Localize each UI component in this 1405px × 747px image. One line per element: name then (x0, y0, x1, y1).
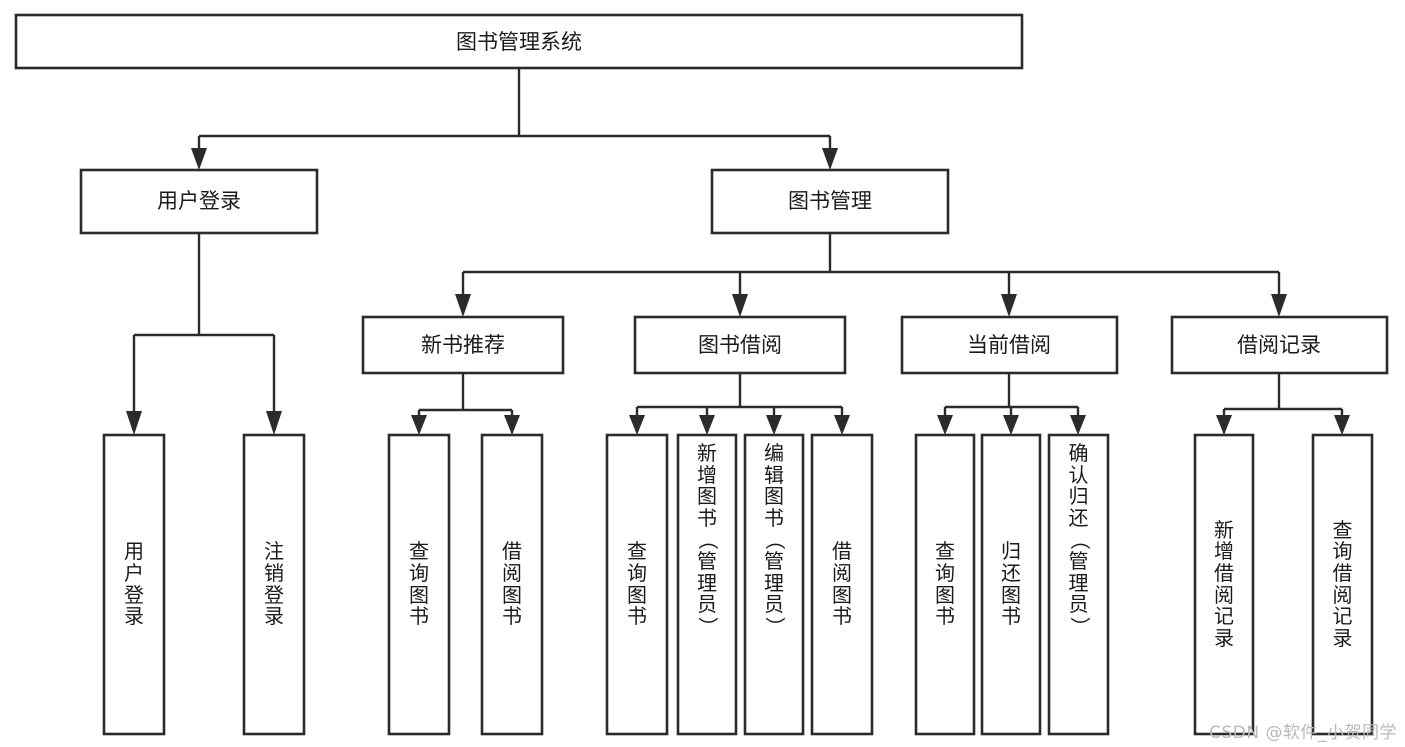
node-root[interactable]: 图书管理系统 (14, 13, 1024, 70)
arrow-head-records-add (1216, 415, 1232, 435)
arrow-head-leaf-logout (266, 411, 282, 435)
node-user-login[interactable]: 用户登录 (79, 168, 319, 235)
node-book-borrow-box[interactable] (633, 315, 847, 375)
node-root-label: 图书管理系统 (456, 30, 582, 54)
arrow-head-borrow-lend (834, 415, 850, 435)
arrow-head-current-confirm (1070, 415, 1086, 435)
node-new-book-recommend-label: 新书推荐 (421, 333, 505, 357)
node-borrow-records-label: 借阅记录 (1237, 333, 1321, 357)
node-new-book-recommend-box[interactable] (361, 315, 565, 375)
node-current-borrow-label: 当前借阅 (967, 333, 1051, 357)
connector-layer (126, 68, 1350, 435)
node-current-borrow[interactable]: 当前借阅 (900, 315, 1119, 375)
arrow-head-borrow-add (699, 415, 715, 435)
leaf-box-borrow-book-newbook[interactable] (480, 433, 544, 736)
arrow-head-borrow (732, 294, 748, 317)
leaf-box-layer (102, 433, 1374, 736)
arrow-head-records (1271, 294, 1287, 317)
leaf-box-confirm-return-admin[interactable] (1047, 433, 1110, 736)
node-borrow-records-box[interactable] (1170, 315, 1389, 375)
leaf-box-logout[interactable] (242, 433, 306, 736)
arrow-head-borrow-edit (766, 415, 782, 435)
leaf-box-edit-book-admin[interactable] (743, 433, 805, 736)
arrow-head-records-query (1334, 415, 1350, 435)
arrow-head-current-return (1003, 415, 1019, 435)
node-user-login-label: 用户登录 (157, 189, 241, 213)
arrow-head-borrow-query (629, 415, 645, 435)
arrow-head-newbook (455, 294, 471, 317)
leaf-box-add-borrow-record[interactable] (1193, 433, 1255, 736)
arrow-head-current-query (937, 415, 953, 435)
node-book-management[interactable]: 图书管理 (710, 168, 950, 235)
node-book-management-label: 图书管理 (788, 189, 872, 213)
arrow-head-newbook-borrow (504, 415, 520, 435)
leaf-box-user-login[interactable] (102, 433, 166, 736)
arrow-head-user-login (191, 148, 207, 170)
node-current-borrow-box[interactable] (900, 315, 1119, 375)
leaf-box-borrow-book[interactable] (810, 433, 874, 736)
leaf-box-return-book[interactable] (980, 433, 1042, 736)
leaf-box-add-book-admin[interactable] (676, 433, 738, 736)
node-book-management-box[interactable] (710, 168, 950, 235)
leaf-box-query-book-newbook[interactable] (387, 433, 451, 736)
leaf-box-query-borrow-record[interactable] (1311, 433, 1374, 736)
arrow-head-current (1001, 294, 1017, 317)
node-book-borrow-label: 图书借阅 (698, 333, 782, 357)
leaf-box-query-book-borrow[interactable] (605, 433, 669, 736)
node-user-login-box[interactable] (79, 168, 319, 235)
arrow-head-book-mgmt (822, 148, 838, 170)
arrow-head-leaf-user-login (126, 411, 142, 435)
node-new-book-recommend[interactable]: 新书推荐 (361, 315, 565, 375)
node-book-borrow[interactable]: 图书借阅 (633, 315, 847, 375)
leaf-box-query-book-current[interactable] (914, 433, 976, 736)
arrow-head-newbook-query (411, 415, 427, 435)
node-root-box[interactable] (14, 13, 1024, 70)
node-borrow-records[interactable]: 借阅记录 (1170, 315, 1389, 375)
